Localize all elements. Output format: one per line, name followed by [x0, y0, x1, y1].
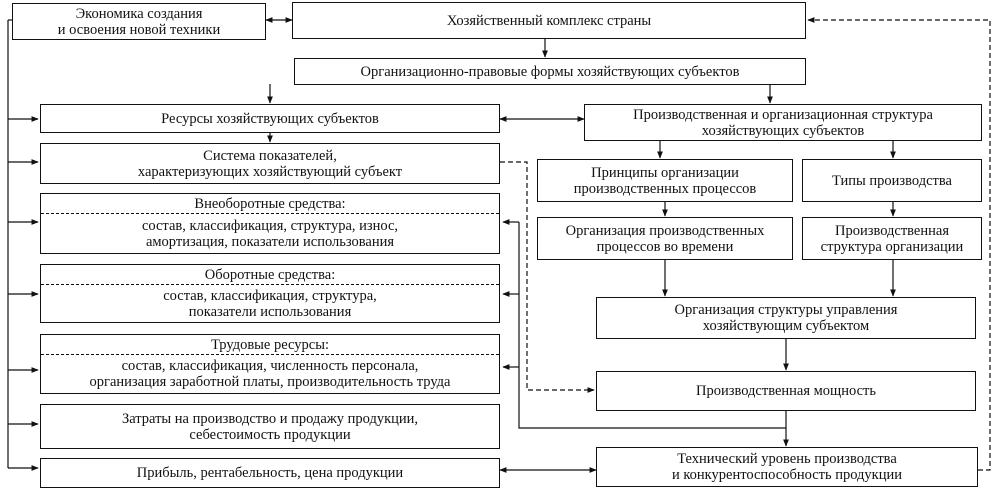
structure-line-1: Производственная и организационная струк…: [633, 106, 933, 123]
mgmt-structure-line-2: хозяйствующим субъектом: [702, 318, 870, 334]
structure-line-2: хозяйствующих субъектов: [701, 122, 865, 139]
economics-box: Экономика создания и освоения новой техн…: [12, 3, 266, 40]
types-label: Типы производства: [832, 172, 952, 189]
costs-line-1: Затраты на производство и продажу продук…: [121, 410, 419, 427]
labor-box: Трудовые ресурсы: состав, классификация,…: [40, 334, 500, 394]
complex-label: Хозяйственный комплекс страны: [446, 12, 652, 29]
resources-box: Ресурсы хозяйствующих субъектов: [40, 104, 500, 133]
types-box: Типы производства: [802, 159, 982, 202]
costs-box: Затраты на производство и продажу продук…: [40, 404, 500, 449]
prod-structure-line-2: структура организации: [820, 238, 964, 255]
fixed-assets-box: Внеоборотные средства: состав, классифик…: [40, 193, 500, 254]
current-assets-heading: Оборотные средства:: [41, 265, 499, 285]
indicators-box: Система показателей, характеризующих хоз…: [40, 143, 500, 184]
principles-line-2: производственных процессов: [573, 180, 757, 197]
current-assets-box: Оборотные средства: состав, классификаци…: [40, 264, 500, 323]
profit-box: Прибыль, рентабельность, цена продукции: [40, 458, 500, 488]
tech-level-line-1: Технический уровень производства: [677, 451, 897, 467]
labor-line-2: организация заработной платы, производит…: [89, 374, 451, 390]
indicators-line-2: характеризующих хозяйствующий субъект: [137, 163, 403, 180]
resources-label: Ресурсы хозяйствующих субъектов: [161, 110, 379, 127]
current-assets-line-2: показатели использования: [188, 303, 352, 320]
fixed-assets-line-2: амортизация, показатели использования: [145, 233, 395, 250]
time-org-line-1: Организация производственных: [565, 222, 765, 239]
mgmt-structure-line-1: Организация структуры управления: [674, 302, 898, 318]
profit-label: Прибыль, рентабельность, цена продукции: [136, 465, 404, 481]
current-assets-line-1: состав, классификация, структура,: [163, 287, 377, 304]
principles-line-1: Принципы организации: [591, 164, 739, 181]
capacity-box: Производственная мощность: [596, 371, 976, 411]
principles-box: Принципы организации производственных пр…: [537, 159, 793, 202]
fixed-assets-heading: Внеоборотные средства:: [41, 194, 499, 214]
economics-line-1: Экономика создания: [75, 5, 203, 22]
tech-level-line-2: и конкурентоспособность продукции: [671, 467, 903, 483]
costs-line-2: себестоимость продукции: [189, 426, 351, 443]
labor-heading: Трудовые ресурсы:: [41, 335, 499, 355]
mgmt-structure-box: Организация структуры управления хозяйст…: [596, 297, 976, 339]
structure-box: Производственная и организационная струк…: [584, 104, 982, 141]
prod-structure-box: Производственная структура организации: [802, 217, 982, 260]
legal-forms-label: Организационно-правовые формы хозяйствую…: [360, 63, 740, 80]
tech-level-box: Технический уровень производства и конку…: [596, 447, 978, 487]
time-org-line-2: процессов во времени: [596, 238, 734, 255]
prod-structure-line-1: Производственная: [834, 222, 949, 239]
economics-line-2: и освоения новой техники: [57, 21, 221, 38]
time-org-box: Организация производственных процессов в…: [537, 217, 793, 260]
labor-line-1: состав, классификация, численность персо…: [121, 358, 419, 374]
indicators-line-1: Система показателей,: [203, 147, 337, 164]
fixed-assets-line-1: состав, классификация, структура, износ,: [141, 217, 399, 234]
legal-forms-box: Организационно-правовые формы хозяйствую…: [294, 58, 806, 85]
capacity-label: Производственная мощность: [696, 383, 876, 399]
complex-box: Хозяйственный комплекс страны: [292, 2, 806, 39]
